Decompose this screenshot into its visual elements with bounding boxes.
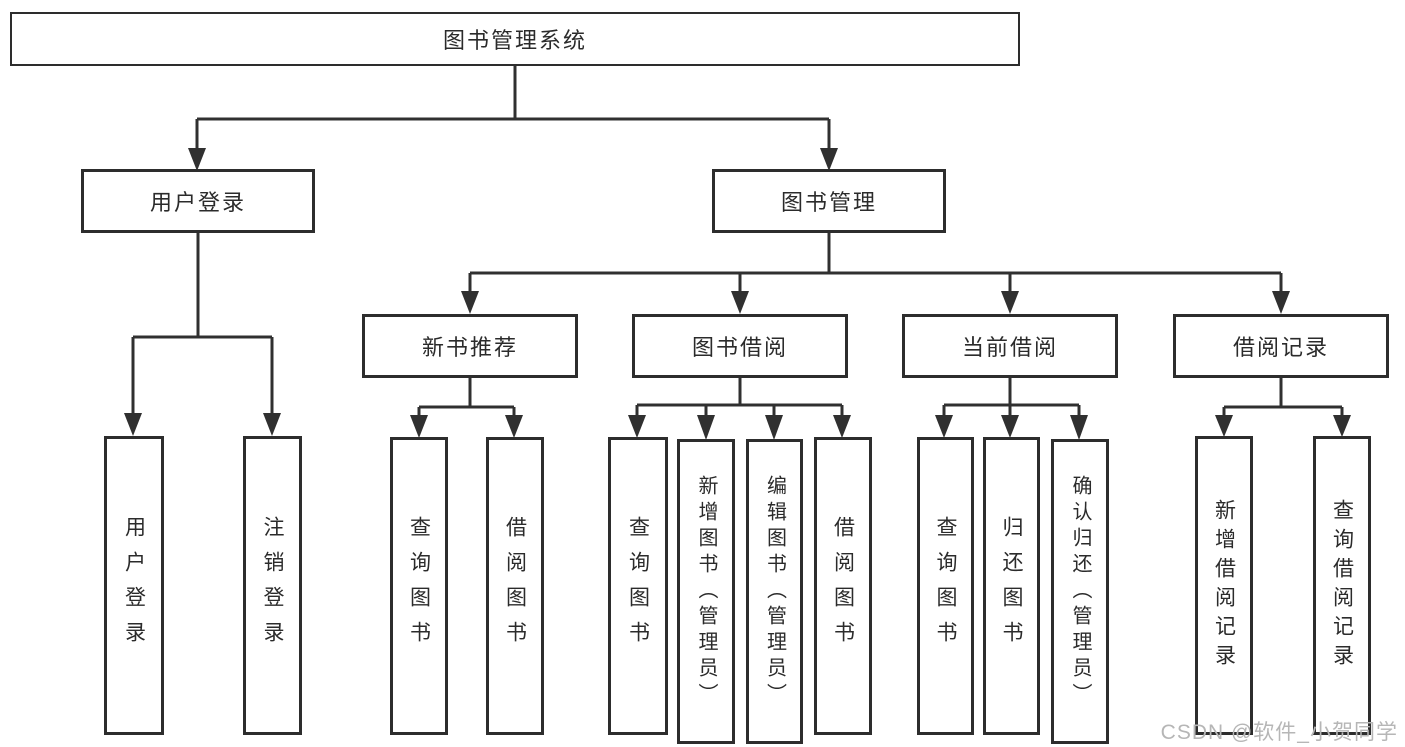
leaf-current-confirm: 确认归还（管理员）: [1051, 439, 1109, 744]
leaf-logout: 注销登录: [243, 436, 302, 735]
node-borrow-records: 借阅记录: [1173, 314, 1389, 378]
leaf-borrow-borrow-label: 借阅图书: [831, 516, 855, 656]
leaf-current-query: 查询图书: [917, 437, 974, 735]
node-current-borrow: 当前借阅: [902, 314, 1118, 378]
node-user-login: 用户登录: [81, 169, 315, 233]
leaf-newbook-query-label: 查询图书: [407, 516, 431, 656]
leaf-records-query-label: 查询借阅记录: [1330, 498, 1354, 673]
leaf-borrow-edit: 编辑图书（管理员）: [746, 439, 803, 744]
leaf-borrow-add-label: 新增图书（管理员）: [695, 474, 717, 709]
node-root-label: 图书管理系统: [442, 28, 587, 53]
node-book-mgmt-label: 图书管理: [780, 190, 877, 215]
leaf-borrow-add: 新增图书（管理员）: [677, 439, 735, 744]
connector-book-borrow-to-leaves: [628, 378, 851, 440]
connector-book-mgmt-to-level3: [461, 233, 1290, 314]
connector-current-borrow-to-leaves: [935, 378, 1088, 440]
leaf-newbook-borrow: 借阅图书: [486, 437, 544, 735]
leaf-logout-label: 注销登录: [261, 515, 284, 656]
leaf-records-add-label: 新增借阅记录: [1212, 498, 1236, 673]
node-new-book-label: 新书推荐: [421, 335, 518, 360]
leaf-current-query-label: 查询图书: [934, 516, 957, 656]
leaf-current-return: 归还图书: [983, 437, 1040, 735]
leaf-records-query: 查询借阅记录: [1313, 436, 1371, 735]
leaf-current-return-label: 归还图书: [1000, 516, 1023, 656]
node-book-mgmt: 图书管理: [712, 169, 946, 233]
leaf-records-add: 新增借阅记录: [1195, 436, 1253, 735]
leaf-newbook-query: 查询图书: [390, 437, 448, 735]
leaf-borrow-borrow: 借阅图书: [814, 437, 872, 735]
node-current-borrow-label: 当前借阅: [961, 335, 1058, 360]
node-borrow-records-label: 借阅记录: [1232, 335, 1329, 360]
connector-root-to-level2: [188, 66, 838, 171]
connector-user-login-to-leaves: [124, 233, 281, 436]
leaf-user-login-label: 用户登录: [122, 515, 146, 656]
connector-new-book-to-leaves: [410, 378, 523, 438]
leaf-borrow-query: 查询图书: [608, 437, 668, 735]
node-root: 图书管理系统: [10, 12, 1020, 66]
connector-borrow-records-to-leaves: [1215, 378, 1351, 437]
csdn-watermark: CSDN @软件_小贺同学: [1160, 721, 1398, 744]
leaf-current-confirm-label: 确认归还（管理员）: [1069, 474, 1091, 709]
leaf-user-login: 用户登录: [104, 436, 164, 735]
leaf-borrow-edit-label: 编辑图书（管理员）: [763, 474, 786, 709]
node-book-borrow: 图书借阅: [632, 314, 848, 378]
node-book-borrow-label: 图书借阅: [691, 335, 788, 360]
node-new-book: 新书推荐: [362, 314, 578, 378]
leaf-borrow-query-label: 查询图书: [626, 516, 650, 656]
node-user-login-label: 用户登录: [149, 190, 246, 215]
leaf-newbook-borrow-label: 借阅图书: [503, 516, 527, 656]
